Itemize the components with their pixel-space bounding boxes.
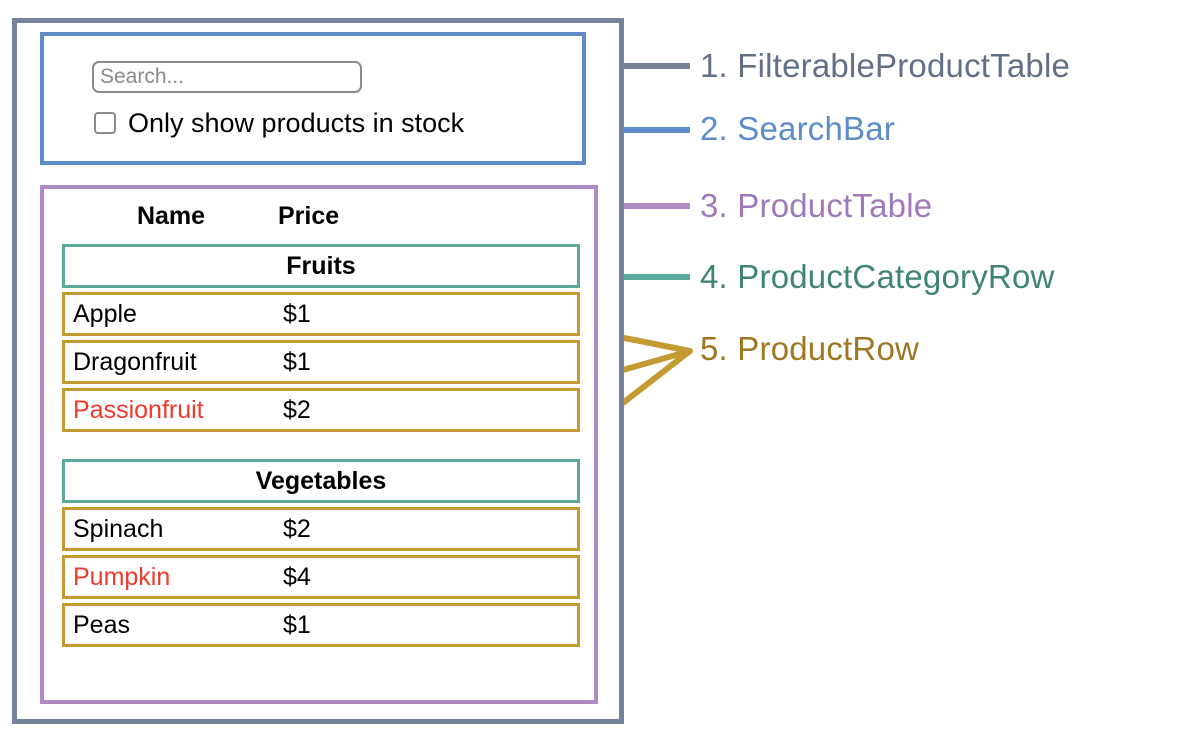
search-bar-boundary: Only show products in stock <box>40 32 586 165</box>
product-category-label: Vegetables <box>255 466 387 495</box>
product-price: $2 <box>283 515 311 543</box>
product-row: Pumpkin $4 <box>62 555 580 599</box>
legend-item-product-table: 3. ProductTable <box>700 187 933 224</box>
product-price: $1 <box>283 611 311 639</box>
search-input[interactable] <box>92 61 362 93</box>
in-stock-filter-row[interactable]: Only show products in stock <box>94 108 464 138</box>
in-stock-checkbox-label: Only show products in stock <box>128 108 465 138</box>
product-name: Spinach <box>73 515 164 543</box>
product-name: Pumpkin <box>73 563 171 591</box>
product-category-label: Fruits <box>286 251 356 280</box>
product-row: Passionfruit $2 <box>62 388 580 432</box>
product-price: $4 <box>283 563 311 591</box>
in-stock-checkbox[interactable] <box>94 112 116 134</box>
product-category-row: Vegetables <box>62 459 580 503</box>
legend-item-search-bar: 2. SearchBar <box>700 110 896 147</box>
product-table: Name Price Fruits Apple $1 Dragonfruit $… <box>62 195 580 647</box>
legend-item-product-row: 5. ProductRow <box>700 330 920 367</box>
product-price: $2 <box>283 396 311 424</box>
column-header-price: Price <box>278 201 340 230</box>
product-price: $1 <box>283 348 311 376</box>
product-name: Peas <box>73 611 130 639</box>
product-table-header: Name Price <box>62 195 580 237</box>
product-category-row: Fruits <box>62 244 580 288</box>
product-row: Peas $1 <box>62 603 580 647</box>
product-row: Dragonfruit $1 <box>62 340 580 384</box>
product-name: Passionfruit <box>73 396 204 424</box>
product-table-boundary: Name Price Fruits Apple $1 Dragonfruit $… <box>40 185 598 704</box>
product-row: Apple $1 <box>62 292 580 336</box>
product-price: $1 <box>283 300 311 328</box>
product-row: Spinach $2 <box>62 507 580 551</box>
category-spacer <box>62 432 580 452</box>
product-name: Dragonfruit <box>73 348 197 376</box>
legend-item-filterable-product-table: 1. FilterableProductTable <box>700 47 1071 84</box>
column-header-name: Name <box>136 201 206 230</box>
product-name: Apple <box>73 300 137 328</box>
legend-item-product-category-row: 4. ProductCategoryRow <box>700 258 1055 295</box>
